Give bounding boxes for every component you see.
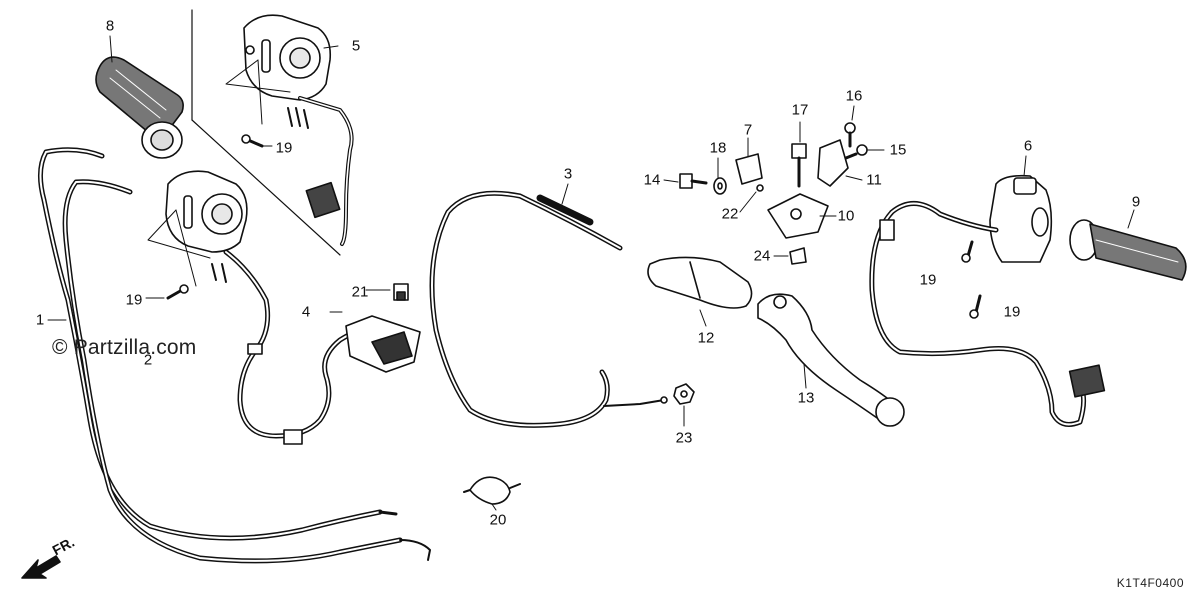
screw-19-right-a[interactable]	[961, 240, 974, 263]
callout-19-left: 19	[125, 291, 143, 309]
left-switch-harness	[223, 249, 371, 445]
inset-divider-line	[191, 119, 341, 256]
callout-2: 2	[143, 351, 153, 369]
callout-3: 3	[563, 165, 573, 183]
left-switch-housing-part[interactable]	[165, 170, 248, 283]
callout-leaders	[47, 35, 1135, 511]
bolt-14-part[interactable]	[679, 173, 708, 189]
screw-19-right-b[interactable]	[969, 294, 982, 319]
callout-11: 11	[866, 171, 882, 189]
inset-switch-housing-part[interactable]	[243, 14, 354, 246]
watermark-text: © Partzilla.com	[52, 336, 197, 359]
switch-unit-part[interactable]	[345, 315, 421, 373]
left-grip-part[interactable]	[95, 56, 184, 159]
callout-18: 18	[709, 139, 727, 157]
callout-19-right: 19	[919, 271, 937, 289]
clutch-lever-part[interactable]	[757, 293, 905, 427]
callout-17: 17	[791, 101, 809, 119]
callout-6: 6	[1023, 137, 1033, 155]
screw-19-left[interactable]	[166, 284, 189, 300]
callout-5: 5	[351, 37, 361, 55]
callout-19-right-b: 19	[1003, 303, 1021, 321]
callout-14: 14	[643, 171, 661, 189]
callout-16: 16	[845, 87, 863, 105]
washer-18-part[interactable]	[713, 177, 727, 195]
screw-16-part[interactable]	[844, 122, 856, 148]
callout-23: 23	[675, 429, 693, 447]
right-switch-harness	[869, 201, 1106, 427]
screw-19-inset[interactable]	[241, 134, 264, 148]
right-switch-housing-part[interactable]	[989, 174, 1053, 263]
callout-20: 20	[489, 511, 507, 529]
callout-9: 9	[1131, 193, 1141, 211]
callout-22: 22	[721, 205, 739, 223]
callout-8: 8	[105, 17, 115, 35]
leader-lines-inset	[225, 59, 291, 125]
callout-13: 13	[797, 389, 815, 407]
lever-holder-part[interactable]	[817, 139, 849, 187]
pivot-bolt-part[interactable]	[791, 143, 807, 188]
callout-19-inset: 19	[275, 139, 293, 157]
bolt-15-part[interactable]	[844, 144, 868, 160]
lever-cover-part[interactable]	[647, 256, 753, 309]
callout-12: 12	[697, 329, 715, 347]
clutch-cable-part[interactable]	[429, 190, 668, 428]
right-grip-part[interactable]	[1069, 219, 1187, 281]
diagram-code: K1T4F0400	[1116, 576, 1184, 590]
rubber-cap-part[interactable]	[789, 247, 807, 265]
callout-1: 1	[35, 311, 45, 329]
callout-15: 15	[889, 141, 907, 159]
harness-clip-part[interactable]	[463, 476, 521, 505]
leader-lines-switch	[147, 209, 211, 287]
screw-22-part[interactable]	[756, 184, 764, 192]
callout-24: 24	[753, 247, 771, 265]
callout-21: 21	[351, 283, 369, 301]
clutch-switch-part[interactable]	[735, 153, 763, 185]
throttle-cable-part[interactable]	[38, 147, 431, 564]
callout-10: 10	[837, 207, 855, 225]
connector-part[interactable]	[393, 283, 409, 301]
lever-bracket-part[interactable]	[767, 193, 829, 239]
nut-part[interactable]	[673, 383, 695, 405]
callout-7: 7	[743, 121, 753, 139]
front-arrow-icon	[21, 555, 61, 579]
callout-4: 4	[301, 303, 311, 321]
